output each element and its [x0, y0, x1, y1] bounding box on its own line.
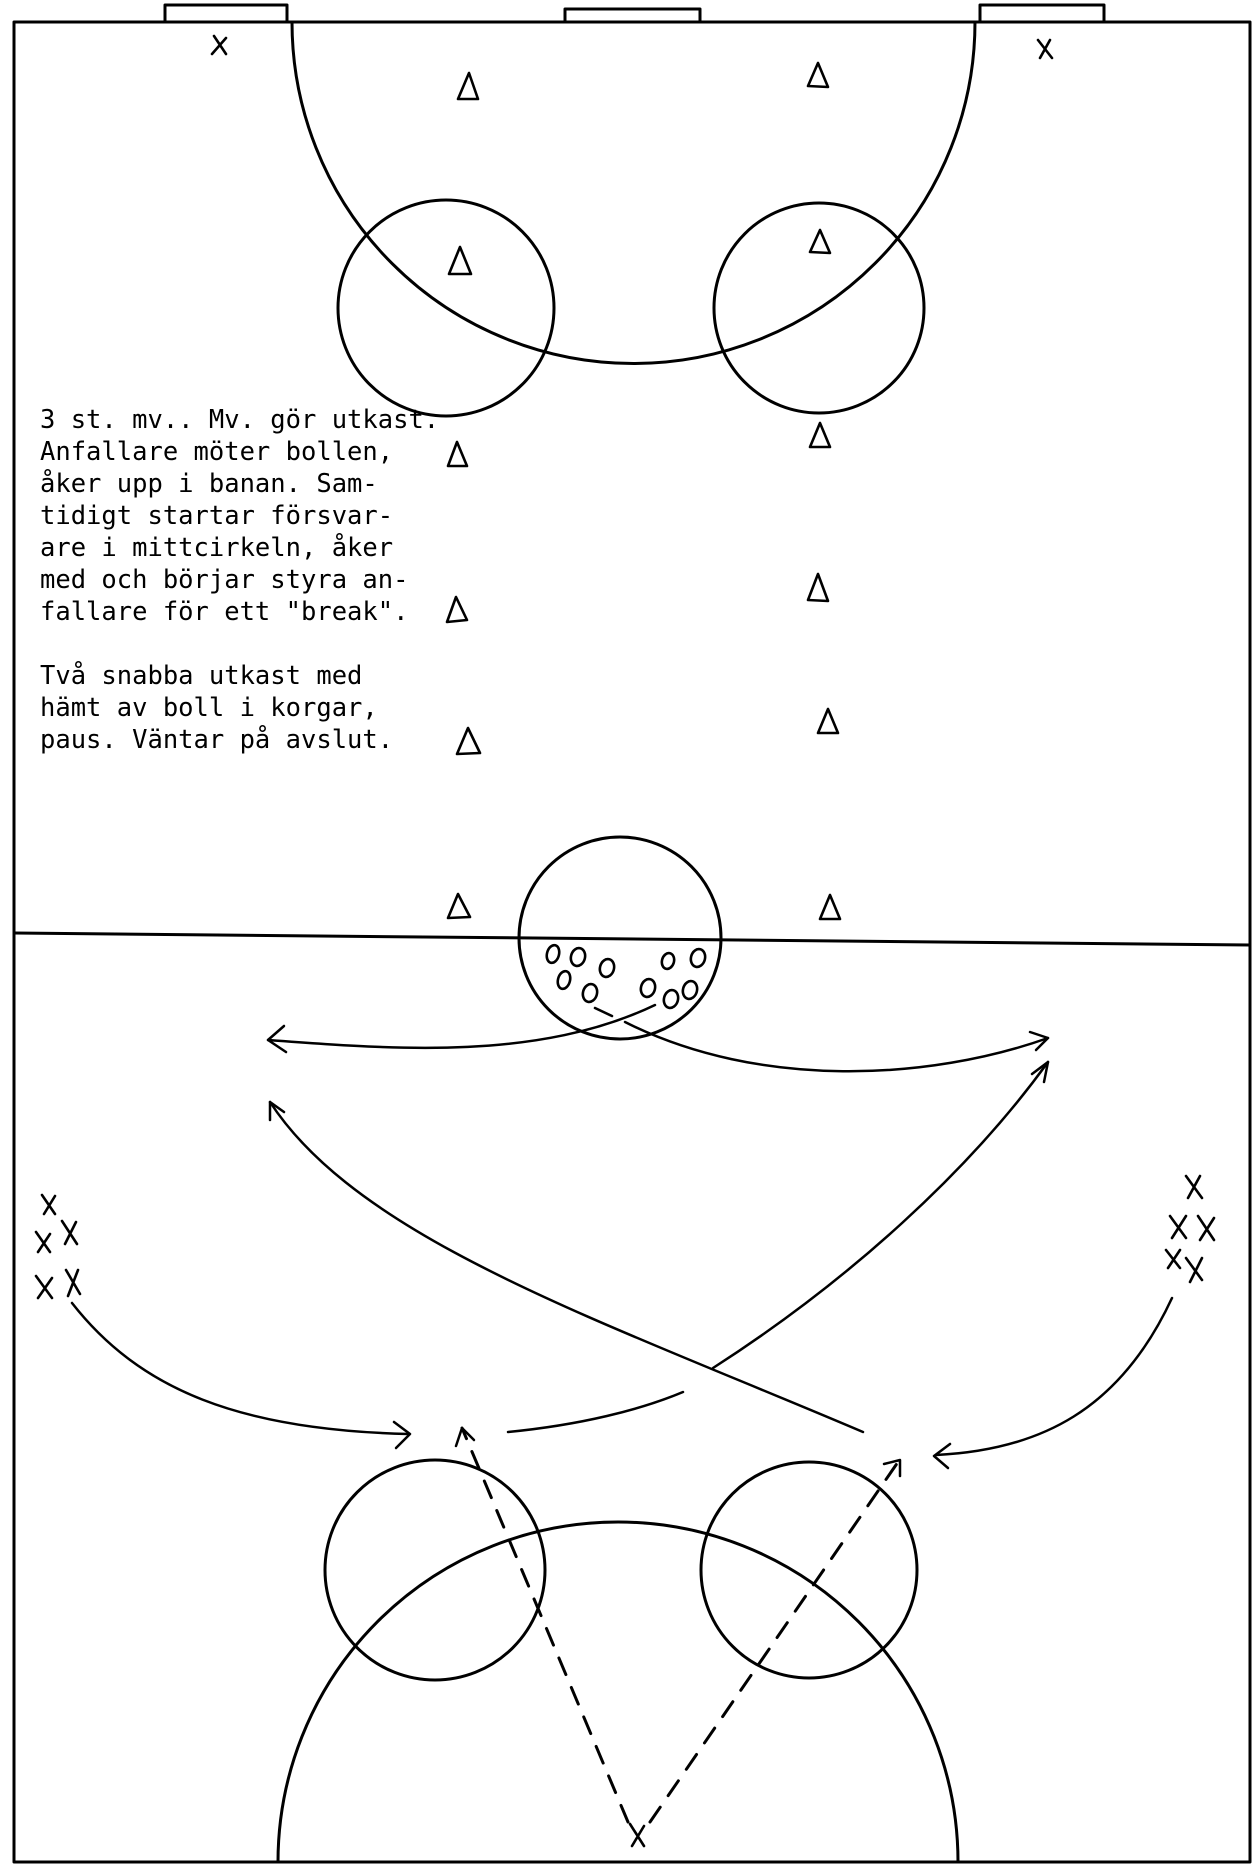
cone-icon — [447, 245, 473, 276]
ball-icon — [556, 969, 572, 991]
cone-icon — [446, 892, 472, 920]
player-x-icon — [1184, 1174, 1204, 1200]
faceoff-circle-top-right — [712, 201, 926, 415]
arrow-cross-up-right-2 — [711, 1060, 1050, 1370]
cone-icon — [456, 71, 480, 101]
arrow-cross-up-right — [506, 1390, 685, 1434]
ball-icon — [662, 988, 680, 1010]
ball-icon — [581, 982, 599, 1004]
player-x-icon — [1164, 1248, 1182, 1270]
text-line: are i mittcirkeln, åker — [40, 533, 394, 563]
player-x-icon — [1036, 38, 1054, 60]
faceoff-circle-top-left — [336, 198, 556, 418]
ball-icon — [681, 979, 699, 1001]
text-line: 3 st. mv.. Mv. gör utkast. — [40, 405, 440, 435]
player-x-icon — [40, 1193, 57, 1216]
ball-stroke — [593, 1006, 614, 1018]
player-x-icon — [64, 1268, 82, 1298]
player-x-icon — [1168, 1214, 1188, 1240]
player-x-icon — [60, 1219, 79, 1246]
player-x-icon — [34, 1230, 52, 1254]
cone-icon — [816, 707, 840, 735]
text-line: Anfallare möter bollen, — [40, 437, 394, 467]
cone-icon — [808, 421, 832, 449]
arrow-ball-right — [623, 1020, 1050, 1073]
faceoff-circle-bottom-left — [323, 1458, 547, 1682]
arrow-left-players — [70, 1301, 410, 1436]
ball-icon — [598, 957, 616, 979]
ball-icon — [545, 943, 561, 965]
faceoff-circle-bottom-right — [699, 1460, 919, 1680]
text-line: tidigt startar försvar- — [40, 501, 394, 531]
text-line: paus. Väntar på avslut. — [40, 725, 394, 755]
ball-icon — [639, 977, 657, 999]
text-line: med och börjar styra an- — [40, 565, 409, 595]
arrowhead — [882, 1458, 902, 1478]
drill-description: 3 st. mv.. Mv. gör utkast. Anfallare möt… — [40, 404, 439, 628]
center-circle — [517, 835, 723, 1041]
cone-icon — [806, 572, 830, 603]
cone-icon — [446, 440, 469, 468]
drill-instructions: Två snabba utkast med hämt av boll i kor… — [40, 660, 393, 756]
arrowhead — [454, 1426, 476, 1448]
ball-icon — [660, 951, 676, 971]
arrow-right-players — [934, 1296, 1174, 1457]
text-line: fallare för ett "break". — [40, 597, 409, 627]
player-x-icon — [34, 1274, 54, 1300]
cone-icon — [808, 228, 832, 255]
player-x-icon — [210, 34, 228, 56]
cone-icon — [806, 61, 830, 89]
dashed-pass-left — [460, 1426, 630, 1824]
ball-icon — [689, 947, 707, 969]
player-x-icon — [1184, 1256, 1204, 1284]
player-x-icon — [628, 1822, 646, 1848]
bottom-goal-arc — [276, 1520, 960, 1862]
text-line: åker upp i banan. Sam- — [40, 469, 378, 499]
goal-left — [163, 3, 289, 24]
cone-icon — [818, 893, 842, 921]
arrow-ball-left — [266, 1003, 657, 1050]
cone-icon — [455, 726, 482, 756]
center-line — [12, 931, 1252, 947]
arrowhead — [1028, 1030, 1050, 1052]
text-line: hämt av boll i korgar, — [40, 693, 378, 723]
top-goal-arc — [290, 22, 977, 365]
arrowhead — [932, 1442, 952, 1470]
arrowhead — [266, 1024, 288, 1054]
arrow-cross-up-left — [268, 1100, 865, 1434]
goal-center — [563, 7, 702, 24]
goal-right — [978, 3, 1106, 24]
player-x-icon — [1196, 1214, 1216, 1242]
arrowhead — [268, 1100, 286, 1122]
arrowhead — [392, 1420, 412, 1450]
ball-icon — [569, 946, 587, 968]
dashed-pass-right — [648, 1460, 900, 1824]
text-line: Två snabba utkast med — [40, 661, 363, 691]
rink-outline — [12, 20, 1252, 1864]
arrowhead — [1030, 1060, 1050, 1084]
cone-icon — [445, 595, 469, 624]
